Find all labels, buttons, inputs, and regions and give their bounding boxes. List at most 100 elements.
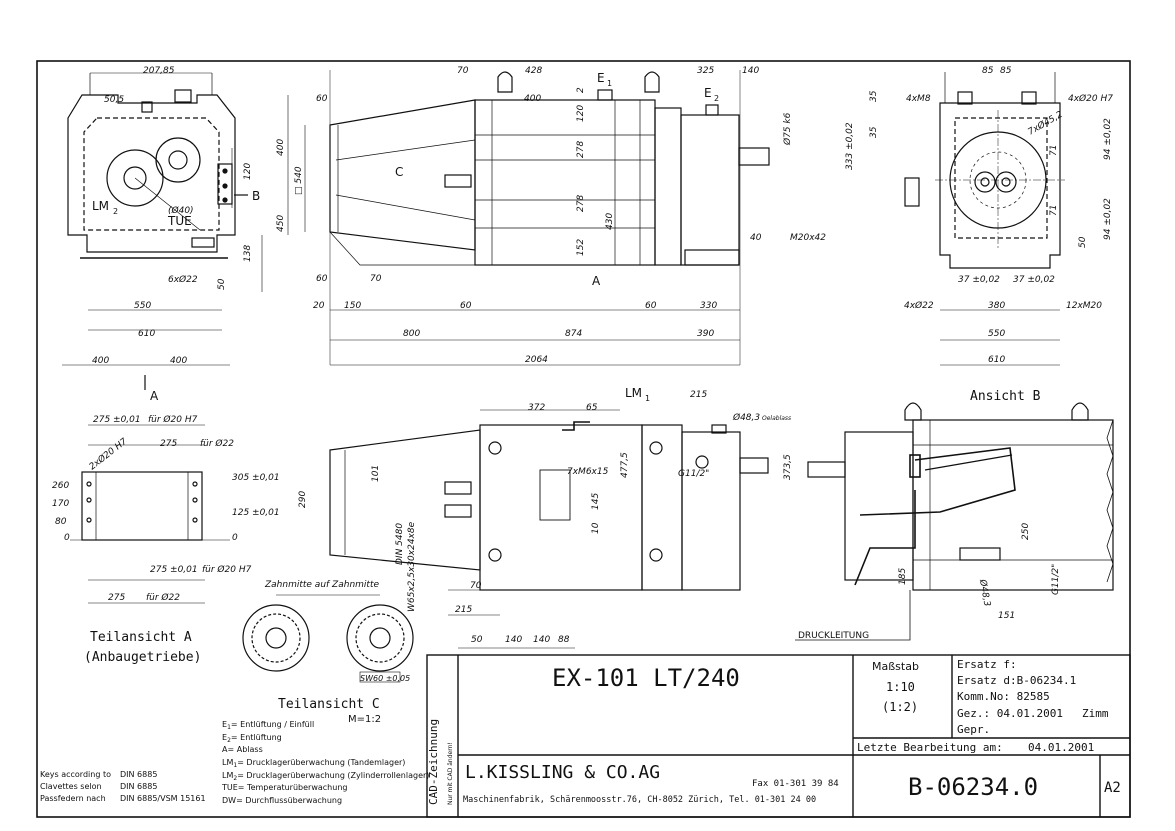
dim-label: 2 [576,87,586,93]
legend-key: LM [222,758,233,767]
dim-label: 373,5 [783,454,793,480]
dim-label: 94 ±0,02 [1103,198,1113,240]
dim-label: 372 [528,403,545,413]
dim-label: 170 [52,499,69,509]
dim-label: 0 [64,533,70,543]
dim-label: M20x42 [790,233,826,243]
keys-note-value: DIN 6885 [120,770,157,779]
dim-label: 12xM20 [1066,301,1102,311]
cad-sub: Nur mit CAD ändern! [447,742,454,805]
dim-label: 250 [1021,523,1031,540]
dim-label: 275 ±0,01 [93,415,141,425]
dim-label: 60 [316,94,328,104]
dim-label: 400 [276,139,286,156]
dim-label: 610 [138,329,155,339]
dim-label: 430 [605,213,615,230]
dim-label: Ø48,3 [977,578,993,608]
section-view [329,409,769,649]
view-c-marker: C [395,165,403,179]
teilansicht-a-subtitle: (Anbaugetriebe) [84,650,201,665]
tue-label: TUE [167,214,192,228]
dim-label: 50 [217,278,227,290]
svg-text:E2= Entlüftung: E2= Entlüftung [222,733,282,744]
dim-label: 70 [470,581,482,591]
svg-text:TUE= Temperaturüberwachung: TUE= Temperaturüberwachung [221,783,347,792]
dim-label: 71 [1049,145,1059,156]
dim-label: 6xØ22 [168,274,198,285]
dim-label: 85 [982,66,994,76]
legend-text: = Drucklagerüberwachung (Tandemlager) [237,758,405,767]
keys-note-value: DIN 6885 [120,782,157,791]
scale-secondary: (1:2) [882,700,918,714]
dim-label: 101 [371,465,381,482]
dim-label: Ø48,3 [732,412,760,423]
dim-label: 4xØ22 [904,300,934,311]
dim-label: 2064 [525,355,548,365]
dim-label: 550 [988,329,1005,339]
svg-text:LM1= Drucklagerüberwachung (Ta: LM1= Drucklagerüberwachung (Tandemlager) [222,758,405,769]
drain-a-label: A [592,274,601,288]
dim-label: 120 [576,105,586,122]
rear-view-dims: 85 85 4xM8 4xØ20 H7 35 35 333 ±0,02 7xØ4… [845,66,1113,365]
dim-label: 4xØ20 H7 [1068,93,1113,104]
dim-label: 60 [316,274,328,284]
legend-text: = Drucklagerüberwachung (Zylinderrollenl… [237,771,429,780]
dim-label: 215 [690,390,707,400]
dim-label: 37 ±0,02 [1013,275,1055,285]
keys-note-value: DIN 6885/VSM 15161 [120,794,206,803]
lm2-sub: 2 [113,207,118,216]
section-view-dims: 372 65 215 Ø48,3 Oelablass 477,5 373,5 G… [298,386,793,645]
side-view-dims: 70 428 325 140 400 2 60 120 278 278 430 … [294,66,826,365]
legend-text: = Ablass [227,745,262,754]
dim-label: 35 [869,126,879,138]
legend-text: = Durchflussüberwachung [236,796,342,805]
dim-label: 70 [457,66,469,76]
side-view [304,70,770,366]
dim-label: 94 ±0,02 [1103,118,1113,160]
view-b-dims: 250 185 G11/2" Ø48,3 151 Ansicht B DRUCK… [798,389,1061,641]
legend-key: LM [222,771,233,780]
e1-sub: 1 [607,79,612,88]
legend-text: = Entlüftung / Einfüll [231,720,314,729]
gepr-label: Gepr. [957,723,990,736]
dim-label: für Ø22 [146,592,180,603]
view-b [795,402,1114,641]
teilansicht-c-scale: M=1:2 [348,714,381,725]
dim-label: 400 [92,356,109,366]
lm2-label: LM [92,199,109,213]
legend-key: A [222,745,228,754]
legend-key: DW [222,796,236,805]
lm1-label: LM [625,386,642,400]
dim-label: 60 [645,301,657,311]
legend-key: E [222,720,227,729]
partial-view-c [242,594,414,683]
dim-label: 138 [243,245,253,262]
ansicht-b-title: Ansicht B [970,389,1041,404]
dim-label: 380 [988,301,1005,311]
legend-sub: 1 [233,762,237,769]
gez-name: Zimm [1082,707,1109,720]
dim-label: G11/2" [678,469,709,479]
dim-label: 35 [869,90,879,102]
letzte-bearbeitung-label: Letzte Bearbeitung am: [857,741,1003,754]
svg-text:LM2= Drucklagerüberwachung (Zy: LM2= Drucklagerüberwachung (Zylinderroll… [222,771,429,782]
drawing-title: EX-101 LT/240 [552,664,740,692]
legend-sub: 1 [227,724,231,731]
sw60-label: SW60 ±0,05 [360,674,410,683]
view-b-marker: B [252,189,260,203]
rear-view [904,72,1065,366]
dim-label: Ø75 k6 [782,112,793,146]
front-view-dims: 207,85 50,5 400 120 450 138 6xØ22 50 550… [92,66,286,403]
dim-label: 40 [750,233,762,243]
svg-text:E1= Entlüftung / Einfüll: E1= Entlüftung / Einfüll [222,720,314,731]
partial-view-a-dims: 275 ±0,01 für Ø20 H7 275 für Ø22 2xØ20 H… [52,414,280,603]
dim-label: 50,5 [104,95,124,105]
teilansicht-a-title: Teilansicht A [90,630,192,645]
e2-sub: 2 [714,94,719,103]
komm-no: Komm.No: 82585 [957,690,1050,703]
dim-label: 305 ±0,01 [232,473,280,483]
dim-label: 2xØ20 H7 [87,436,129,473]
dim-label: 610 [988,355,1005,365]
cad-label: CAD-Zeichnung [427,719,440,805]
